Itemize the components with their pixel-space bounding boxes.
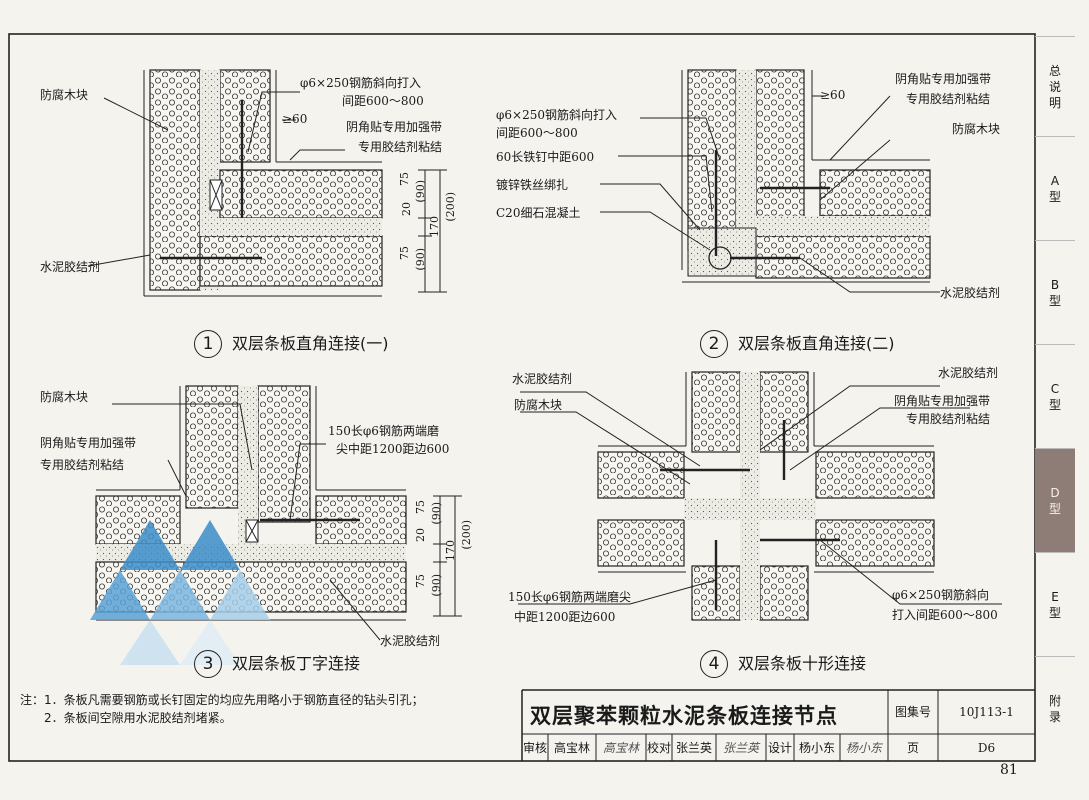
- detail2-label-rebar-spacing: 间距600～800: [496, 126, 578, 140]
- sheet-title: 双层聚苯颗粒水泥条板连接节点: [530, 704, 838, 728]
- checker-signature: 张兰英: [722, 741, 759, 755]
- page-label: 页: [906, 741, 919, 755]
- detail2-caption: 2 双层条板直角连接(二): [700, 330, 895, 358]
- detail3-dim-75: 75: [414, 500, 427, 514]
- detail-2-drawing: [600, 69, 940, 293]
- detail3-dim-75b: 75: [414, 574, 427, 588]
- detail3-dim-90: (90): [430, 502, 443, 525]
- side-tab-general[interactable]: 总说明: [1035, 36, 1075, 137]
- detail3-label-tape: 阴角贴专用加强带: [40, 436, 137, 450]
- side-tab-d[interactable]: D型: [1035, 448, 1075, 553]
- detail3-dim-20: 20: [414, 528, 427, 542]
- detail1-label-wood: 防腐木块: [40, 88, 89, 102]
- detail2-label-tape2: 专用胶结剂粘结: [906, 92, 991, 106]
- side-tab-e[interactable]: E型: [1035, 552, 1075, 657]
- side-tab-a[interactable]: A型: [1035, 136, 1075, 241]
- note-1: 注：1．条板凡需要钢筋或长钉固定的均应先用略小于钢筋直径的钻头引孔；: [20, 692, 424, 708]
- detail3-dim-200: (200): [460, 520, 473, 550]
- detail3-title: 双层条板丁字连接: [232, 654, 361, 673]
- atlas-label: 图集号: [894, 705, 931, 719]
- check-label: 校对: [646, 741, 671, 755]
- detail1-label-tape: 阴角贴专用加强带: [346, 120, 443, 134]
- side-tab-c[interactable]: C型: [1035, 344, 1075, 449]
- detail1-caption: 1 双层条板直角连接(一): [194, 330, 389, 358]
- atlas-number: 10J113-1: [959, 705, 1014, 719]
- detail1-label-tape2: 专用胶结剂粘结: [358, 140, 443, 154]
- detail3-label-tape2: 专用胶结剂粘结: [40, 458, 125, 472]
- page-code: D6: [977, 741, 996, 755]
- detail4-label-tape2: 专用胶结剂粘结: [906, 412, 991, 426]
- detail2-title: 双层条板直角连接(二): [738, 334, 895, 353]
- note-1-text: 1．条板凡需要钢筋或长钉固定的均应先用略小于钢筋直径的钻头引孔；: [44, 693, 424, 707]
- detail4-label-rebar-left2: 中距1200距边600: [514, 610, 616, 624]
- detail1-label-ge60: ≥60: [282, 112, 308, 126]
- designer-signature: 杨小东: [845, 741, 882, 755]
- detail4-label-tape: 阴角贴专用加强带: [894, 394, 991, 408]
- reviewer-name: 高宝林: [553, 741, 590, 755]
- detail4-label-rebar-right2: 打入间距600～800: [892, 608, 998, 622]
- detail1-dim-90b: (90): [414, 248, 427, 271]
- detail4-label-wood: 防腐木块: [514, 398, 563, 412]
- review-label: 审核: [522, 741, 547, 755]
- detail4-title: 双层条板十形连接: [738, 654, 867, 673]
- detail1-dim-170: 170: [428, 216, 441, 237]
- detail-3-drawing: [95, 385, 462, 641]
- designer-name: 杨小东: [798, 741, 835, 755]
- detail1-dim-200: (200): [444, 192, 457, 222]
- detail1-label-rebar-spacing: 间距600～800: [342, 94, 424, 108]
- detail4-caption: 4 双层条板十形连接: [700, 650, 866, 678]
- detail2-label-wood: 防腐木块: [952, 122, 1001, 136]
- reviewer-signature: 高宝林: [602, 741, 639, 755]
- detail3-label-wood: 防腐木块: [40, 390, 89, 404]
- side-tab-b[interactable]: B型: [1035, 240, 1075, 345]
- checker-name: 张兰英: [675, 741, 712, 755]
- detail-4-drawing: [518, 371, 1002, 621]
- detail1-title: 双层条板直角连接(一): [232, 334, 389, 353]
- detail4-label-cement-left: 水泥胶结剂: [512, 372, 573, 386]
- detail4-label-rebar-right: φ6×250钢筋斜向: [892, 588, 989, 602]
- detail3-dim-90b: (90): [430, 574, 443, 597]
- detail1-label-cement: 水泥胶结剂: [40, 260, 101, 274]
- detail1-number: 1: [194, 330, 222, 358]
- detail2-label-nail: 60长铁钉中距600: [496, 150, 595, 164]
- watermark-logo: [90, 520, 270, 665]
- design-label: 设计: [767, 741, 792, 755]
- detail1-dim-20: 20: [400, 202, 413, 216]
- detail3-number: 3: [194, 650, 222, 678]
- detail4-number: 4: [700, 650, 728, 678]
- detail2-label-rebar: φ6×250钢筋斜向打入: [496, 108, 617, 122]
- detail3-label-rebar: 150长φ6钢筋两端磨: [328, 424, 439, 438]
- detail4-label-rebar-left: 150长φ6钢筋两端磨尖: [508, 590, 631, 604]
- detail2-label-tape: 阴角贴专用加强带: [895, 72, 992, 86]
- detail1-dim-75: 75: [398, 172, 411, 186]
- note-2: 2．条板间空隙用水泥胶结剂堵紧。: [44, 711, 232, 725]
- title-block-frame: [521, 689, 1035, 761]
- detail2-label-concrete: C20细石混凝土: [496, 206, 581, 220]
- detail3-label-rebar2: 尖中距1200距边600: [336, 442, 450, 456]
- detail4-label-cement-right: 水泥胶结剂: [938, 366, 999, 380]
- detail2-label-wire: 镀锌铁丝绑扎: [496, 178, 569, 192]
- detail2-label-ge60: ≥60: [820, 88, 846, 102]
- detail1-label-rebar: φ6×250钢筋斜向打入: [300, 76, 421, 90]
- note-prefix: 注：: [20, 693, 45, 707]
- detail3-dim-170: 170: [444, 540, 457, 561]
- detail2-label-cement: 水泥胶结剂: [940, 286, 1001, 300]
- detail-1-drawing: [87, 69, 447, 297]
- detail1-dim-90: (90): [414, 180, 427, 203]
- detail1-dim-75b: 75: [398, 246, 411, 260]
- side-tab-appendix[interactable]: 附录: [1035, 656, 1075, 761]
- detail2-number: 2: [700, 330, 728, 358]
- detail3-label-cement: 水泥胶结剂: [380, 634, 441, 648]
- page-number: 81: [1000, 762, 1018, 778]
- detail3-caption: 3 双层条板丁字连接: [194, 650, 360, 678]
